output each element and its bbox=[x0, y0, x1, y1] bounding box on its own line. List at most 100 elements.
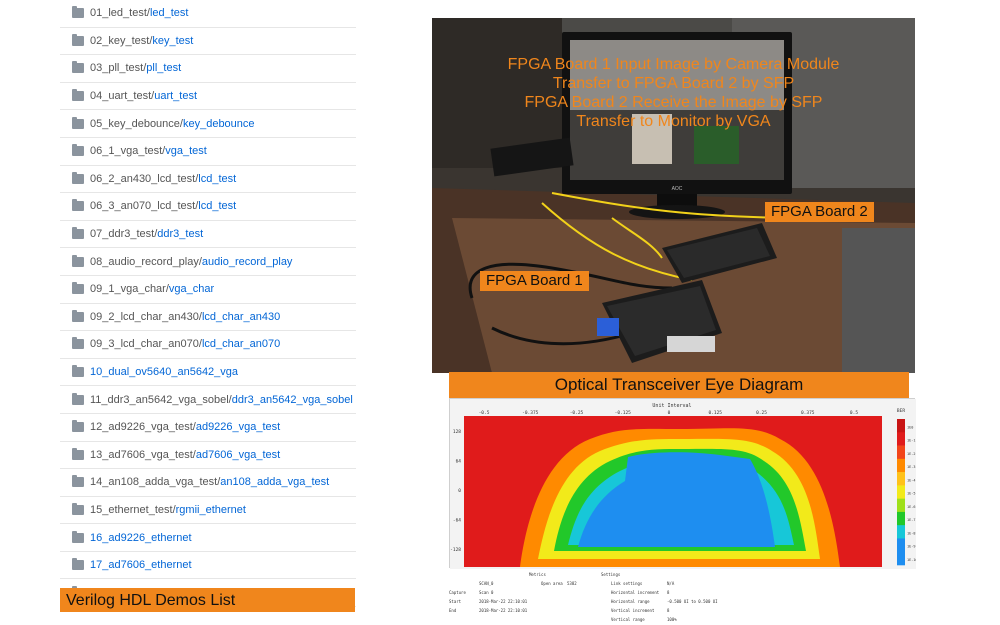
folder-link[interactable]: 10_dual_ov5640_an5642_vga bbox=[90, 366, 239, 379]
folder-icon bbox=[72, 6, 84, 19]
folder-link[interactable]: ad9226_vga_test bbox=[195, 421, 281, 434]
colorbar-tick: 1E-10 bbox=[907, 558, 916, 562]
colorbar-tick: 1E-8 bbox=[907, 531, 915, 535]
folder-icon bbox=[72, 475, 84, 488]
eye-x-tick: -0.5 bbox=[479, 410, 490, 416]
file-list-item[interactable]: 11_ddr3_an5642_vga_sobel/ddr3_an5642_vga… bbox=[60, 386, 356, 414]
file-list-item[interactable]: 03_pll_test/pll_test bbox=[60, 55, 356, 83]
folder-path: 07_ddr3_test/ bbox=[90, 228, 158, 241]
folder-path: 09_2_lcd_char_an430/ bbox=[90, 310, 202, 323]
colorbar-tick: 1E-9 bbox=[907, 545, 915, 549]
file-list-item[interactable]: 13_ad7606_vga_test/ad7606_vga_test bbox=[60, 442, 356, 470]
eye-y-tick: -64 bbox=[453, 518, 461, 524]
folder-link[interactable]: ddr3_test bbox=[157, 228, 204, 241]
info-right-value-4: 100% bbox=[667, 617, 677, 622]
folder-link[interactable]: ddr3_an5642_vga_sobel bbox=[231, 393, 353, 406]
folder-icon bbox=[72, 144, 84, 157]
colorbar-band bbox=[897, 525, 905, 539]
folder-link[interactable]: 16_ad9226_ethernet bbox=[90, 531, 192, 544]
folder-link[interactable]: an108_adda_vga_test bbox=[220, 476, 330, 489]
folder-path: 14_an108_adda_vga_test/ bbox=[90, 476, 221, 489]
folder-link[interactable]: rgmii_ethernet bbox=[175, 503, 246, 516]
info-left-label-1: Capture bbox=[449, 590, 466, 595]
file-list-item[interactable]: 17_ad7606_ethernet bbox=[60, 552, 356, 580]
folder-link[interactable]: vga_test bbox=[165, 145, 207, 158]
colorbar-tick: 1E-4 bbox=[907, 478, 915, 482]
eye-info-panel: Metrics Settings SCAN_0 Open area 5382 C… bbox=[449, 570, 915, 625]
folder-link[interactable]: led_test bbox=[149, 7, 189, 20]
folder-icon bbox=[72, 33, 84, 46]
banner-line-1: FPGA Board 1 Input Image by Camera Modul… bbox=[507, 56, 840, 73]
file-list-item[interactable]: 06_1_vga_test/vga_test bbox=[60, 138, 356, 166]
colorbar-band bbox=[897, 538, 905, 553]
banner-line-4: Transfer to Monitor by VGA bbox=[576, 113, 771, 130]
info-right-label-1: Horizontal increment bbox=[611, 590, 660, 595]
file-list-item[interactable]: 10_dual_ov5640_an5642_vga bbox=[60, 359, 356, 387]
folder-link[interactable]: pll_test bbox=[146, 62, 182, 75]
folder-icon bbox=[72, 447, 84, 460]
file-list-item[interactable]: 09_1_vga_char/vga_char bbox=[60, 276, 356, 304]
setup-photo: AOC FPGA Board 1 Input Image by Camera M… bbox=[432, 18, 915, 373]
folder-link[interactable]: ad7606_vga_test bbox=[195, 448, 281, 461]
file-list-item[interactable]: 14_an108_adda_vga_test/an108_adda_vga_te… bbox=[60, 469, 356, 497]
eye-blue-opening bbox=[578, 452, 775, 547]
colorbar-band bbox=[897, 551, 905, 566]
folder-icon bbox=[72, 61, 84, 74]
file-list-item[interactable]: 09_3_lcd_char_an070/lcd_char_an070 bbox=[60, 331, 356, 359]
info-right-value-0: N/A bbox=[667, 581, 675, 586]
info-right-value-3: 8 bbox=[667, 608, 670, 613]
colorbar-tick: 1E-2 bbox=[907, 452, 915, 456]
colorbar-tick: 1E0 bbox=[907, 425, 913, 429]
file-list-item[interactable]: 15_ethernet_test/rgmii_ethernet bbox=[60, 497, 356, 525]
colorbar-band bbox=[897, 485, 905, 499]
file-list-item[interactable]: 01_led_test/led_test bbox=[60, 0, 356, 28]
file-list-item[interactable]: 06_2_an430_lcd_test/lcd_test bbox=[60, 166, 356, 194]
monitor-brand: AOC bbox=[672, 186, 683, 192]
folder-link[interactable]: key_debounce bbox=[182, 117, 255, 130]
colorbar-band bbox=[897, 511, 905, 526]
file-list-item[interactable]: 12_ad9226_vga_test/ad9226_vga_test bbox=[60, 414, 356, 442]
folder-link[interactable]: audio_record_play bbox=[201, 255, 293, 268]
file-list-item[interactable]: 08_audio_record_play/audio_record_play bbox=[60, 248, 356, 276]
banner-line-2: Transfer to FPGA Board 2 by SFP bbox=[552, 75, 795, 92]
folder-link[interactable]: lcd_test bbox=[198, 172, 237, 185]
list-caption: Verilog HDL Demos List bbox=[60, 588, 355, 612]
info-right-label-4: Vertical range bbox=[611, 617, 645, 622]
file-list-item[interactable]: 06_3_an070_lcd_test/lcd_test bbox=[60, 193, 356, 221]
eye-x-tick: -0.25 bbox=[570, 410, 584, 416]
colorbar-band bbox=[897, 458, 905, 473]
folder-icon bbox=[72, 171, 84, 184]
file-list-item[interactable]: 04_uart_test/uart_test bbox=[60, 83, 356, 111]
colorbar-tick: 1E-6 bbox=[907, 505, 915, 509]
folder-link[interactable]: key_test bbox=[152, 34, 194, 47]
folder-link[interactable]: uart_test bbox=[154, 90, 198, 103]
info-left-value-0: SCAN_0 bbox=[479, 581, 494, 586]
folder-icon bbox=[72, 227, 84, 240]
info-right-value-2: -0.500 UI to 0.500 UI bbox=[667, 599, 718, 604]
file-list-item[interactable]: 02_key_test/key_test bbox=[60, 28, 356, 56]
colorbar-tick: 1E-7 bbox=[907, 518, 915, 522]
folder-icon bbox=[72, 420, 84, 433]
folder-path: 05_key_debounce/ bbox=[90, 117, 183, 130]
eye-x-tick: -0.375 bbox=[522, 410, 539, 416]
colorbar-band bbox=[897, 419, 905, 433]
colorbar-tick: 1E-1 bbox=[907, 439, 915, 443]
folder-link[interactable]: vga_char bbox=[168, 283, 215, 296]
setup-photo-drawing: AOC bbox=[432, 18, 915, 373]
file-list-item[interactable]: 09_2_lcd_char_an430/lcd_char_an430 bbox=[60, 304, 356, 332]
folder-link[interactable]: lcd_char_an430 bbox=[201, 310, 281, 323]
file-list-item[interactable]: 05_key_debounce/key_debounce bbox=[60, 110, 356, 138]
eye-y-tick: -128 bbox=[450, 547, 461, 553]
board1-label: FPGA Board 1 bbox=[480, 271, 589, 291]
folder-icon bbox=[72, 282, 84, 295]
folder-link[interactable]: lcd_test bbox=[198, 200, 237, 213]
folder-icon bbox=[72, 89, 84, 102]
folder-icon bbox=[72, 365, 84, 378]
folder-icon bbox=[72, 309, 84, 322]
file-list-item[interactable]: 07_ddr3_test/ddr3_test bbox=[60, 221, 356, 249]
folder-link[interactable]: 17_ad7606_ethernet bbox=[90, 559, 192, 572]
eye-y-tick: 128 bbox=[453, 429, 461, 435]
file-list-item[interactable]: 16_ad9226_ethernet bbox=[60, 524, 356, 552]
folder-link[interactable]: lcd_char_an070 bbox=[201, 338, 281, 351]
